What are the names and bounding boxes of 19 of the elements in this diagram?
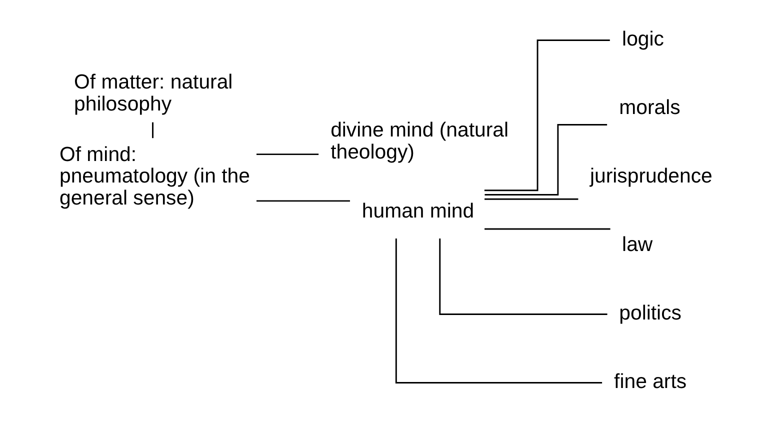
node-text: fine arts <box>614 371 687 394</box>
connector <box>256 154 319 156</box>
node-text: divine mind (natural theology) <box>330 120 509 164</box>
node-text: law <box>622 234 653 256</box>
connector <box>256 200 350 202</box>
node-text: morals <box>619 97 680 120</box>
connector <box>484 124 608 196</box>
connector <box>484 198 578 200</box>
node-text: jurisprudence <box>590 166 712 188</box>
node-text: human mind <box>362 200 474 223</box>
node-text: politics <box>619 302 682 325</box>
connector <box>484 228 610 230</box>
connector <box>395 238 602 384</box>
connector <box>152 122 154 138</box>
connector <box>439 238 608 315</box>
connector <box>484 40 610 192</box>
node-text: Of matter: natural philosophy <box>74 72 233 116</box>
node-text: logic <box>622 28 664 51</box>
node-text: Of mind: pneumatology (in the general sense) <box>59 144 250 210</box>
